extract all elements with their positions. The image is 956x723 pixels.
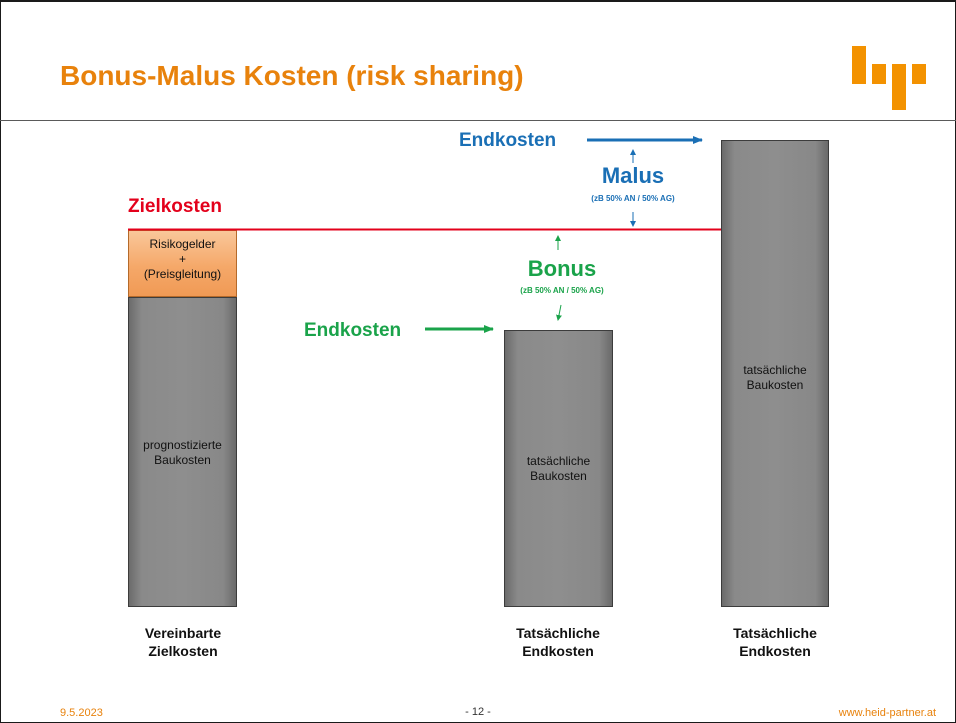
bar-actual-costs-malus: tatsächliche Baukosten (721, 140, 829, 607)
caption-actual-final-costs-malus: Tatsächliche Endkosten (733, 625, 817, 659)
bar-prognosed-costs: prognostizierte Baukosten (128, 297, 237, 607)
bonus-down-arrow (556, 304, 562, 321)
header-divider (0, 120, 956, 121)
bar-actual-costs-malus-label: tatsächliche Baukosten (743, 363, 807, 392)
slide-title: Bonus-Malus Kosten (risk sharing) (60, 60, 524, 91)
footer-date: 9.5.2023 (60, 707, 103, 719)
malus-label: Malus (601, 163, 665, 188)
caption-agreed-target-costs: Vereinbarte Zielkosten (144, 625, 222, 659)
footer-url[interactable]: www.heid-partner.at (838, 707, 936, 719)
target-costs-label: Zielkosten (128, 196, 222, 217)
risk-box-label: Risikogelder + (Preisgleitung) (143, 237, 222, 281)
bar-prognosed-costs-label: prognostizierte Baukosten (143, 438, 222, 467)
bonus-label: Bonus (527, 256, 597, 281)
final-costs-top-label: Endkosten (459, 130, 557, 151)
bar-actual-costs-bonus-label: tatsächliche Baukosten (526, 454, 591, 483)
bar-actual-costs-bonus: tatsächliche Baukosten (504, 330, 613, 607)
risk-box: Risikogelder + (Preisgleitung) (128, 230, 237, 297)
caption-actual-final-costs-bonus: Tatsächliche Endkosten (516, 625, 600, 659)
malus-note: (zB 50% AN / 50% AG) (591, 194, 675, 203)
heid-partner-logo-icon (852, 46, 936, 110)
bonus-note: (zB 50% AN / 50% AG) (520, 286, 604, 295)
page-number: - 12 - (465, 706, 491, 718)
final-costs-mid-label: Endkosten (304, 320, 402, 341)
